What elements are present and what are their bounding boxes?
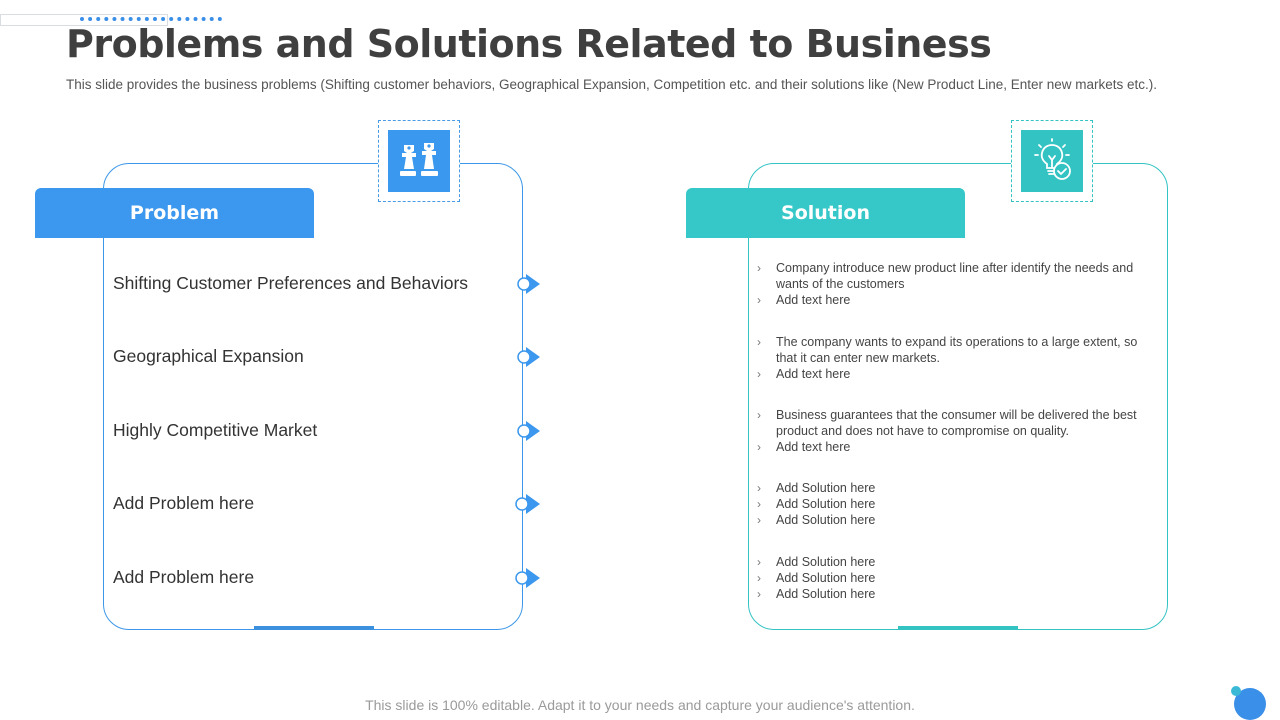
connector-arrow-icon	[517, 347, 540, 367]
connector-arrow-icon	[517, 274, 540, 294]
lightbulb-check-icon	[1021, 130, 1083, 192]
list-item: ›Add Solution here	[757, 497, 876, 511]
problem-item: Add Problem here	[113, 567, 255, 587]
bullet-chevron-icon: ›	[757, 587, 761, 601]
list-item: ›Add Solution here	[757, 571, 876, 585]
solution-header: Solution	[686, 188, 965, 238]
chess-pieces-icon	[388, 130, 450, 192]
list-item: ›Add Solution here	[757, 587, 876, 601]
solution-group: ›Business guarantees that the consumer w…	[757, 407, 1152, 455]
bullet-chevron-icon: ›	[757, 513, 761, 527]
bullet-chevron-icon: ›	[757, 481, 761, 495]
connector-arrow-icon	[515, 568, 540, 588]
solution-group: ›Add Solution here ›Add Solution here ›A…	[757, 554, 1152, 602]
connector-arrow-icon	[517, 421, 540, 441]
bullet-chevron-icon: ›	[757, 261, 761, 275]
problem-item: Highly Competitive Market	[113, 420, 318, 440]
list-item: ›Add text here	[757, 293, 851, 307]
bullet-chevron-icon: ›	[757, 555, 761, 569]
decorative-corner-dot	[1231, 686, 1241, 696]
list-item: ›Company introduce new product line afte…	[757, 261, 1134, 291]
slide-title: Problems and Solutions Related to Busine…	[66, 22, 992, 66]
problem-icon-frame	[378, 120, 460, 202]
solution-panel-accent-bar	[898, 626, 1018, 630]
footer-note: This slide is 100% editable. Adapt it to…	[365, 697, 915, 713]
problem-header: Problem	[35, 188, 314, 238]
bullet-chevron-icon: ›	[757, 408, 761, 422]
bullet-chevron-icon: ›	[757, 335, 761, 349]
problem-item: Shifting Customer Preferences and Behavi…	[113, 273, 469, 293]
solution-group: ›The company wants to expand its operati…	[757, 334, 1152, 382]
list-item: ›Add text here	[757, 367, 851, 381]
list-item: ›Add text here	[757, 440, 851, 454]
bullet-chevron-icon: ›	[757, 440, 761, 454]
solution-group: ›Add Solution here ›Add Solution here ›A…	[757, 480, 1152, 528]
list-item: ›Add Solution here	[757, 513, 876, 527]
bullet-chevron-icon: ›	[757, 293, 761, 307]
list-item: ›The company wants to expand its operati…	[757, 335, 1138, 365]
list-item: ›Business guarantees that the consumer w…	[757, 408, 1137, 438]
decorative-dotted-line	[80, 17, 222, 21]
connector-arrow-icon	[515, 494, 540, 514]
solution-group: ›Company introduce new product line afte…	[757, 260, 1152, 308]
slide-subtitle: This slide provides the business problem…	[66, 77, 1158, 92]
bullet-chevron-icon: ›	[757, 571, 761, 585]
problem-item: Geographical Expansion	[113, 346, 304, 366]
problem-item: Add Problem here	[113, 493, 255, 513]
solution-panel	[748, 163, 1168, 630]
list-item: ›Add Solution here	[757, 555, 876, 569]
list-item: ›Add Solution here	[757, 481, 876, 495]
bullet-chevron-icon: ›	[757, 497, 761, 511]
problem-panel-accent-bar	[254, 626, 374, 630]
bullet-chevron-icon: ›	[757, 367, 761, 381]
solution-icon-frame	[1011, 120, 1093, 202]
